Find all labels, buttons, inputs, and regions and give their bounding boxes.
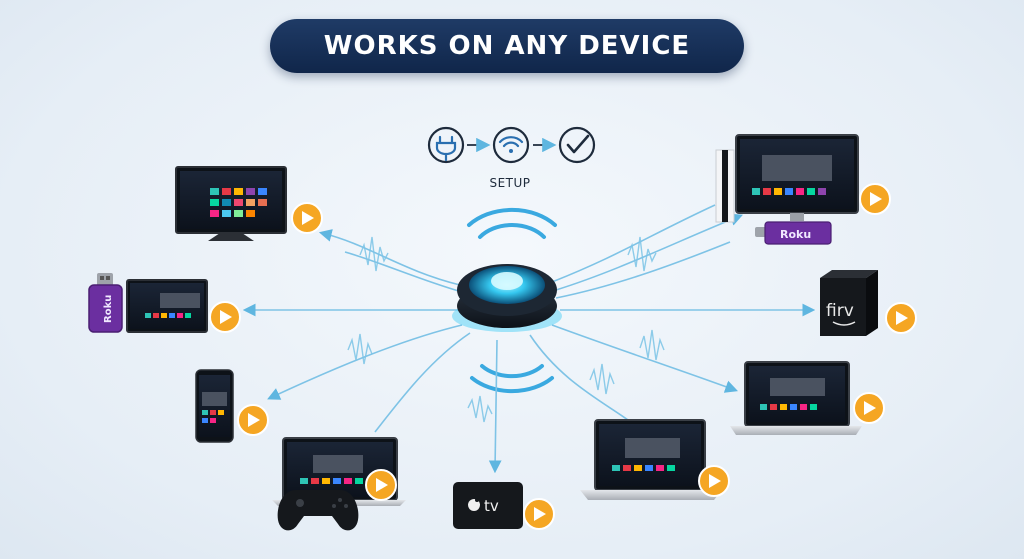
play-button-monitor-top-right[interactable]	[859, 183, 891, 215]
smart-hub-icon	[452, 264, 562, 332]
title-banner: WORKS ON ANY DEVICE	[270, 19, 744, 73]
play-buttons	[209, 183, 917, 530]
wifi-waves	[467, 207, 557, 394]
page-title: WORKS ON ANY DEVICE	[323, 31, 691, 61]
play-button-tv-top-left[interactable]	[291, 202, 323, 234]
play-button-fire-cube[interactable]	[885, 302, 917, 334]
fire-tv-cube: firv	[820, 270, 878, 336]
play-button-monitor-left[interactable]	[209, 301, 241, 333]
tv-top-left	[175, 166, 287, 241]
play-button-laptop-right[interactable]	[853, 392, 885, 424]
play-button-laptop-bottom-right[interactable]	[698, 465, 730, 497]
roku-stick-label: Roku	[103, 295, 114, 323]
roku-stick-left: Roku	[88, 273, 123, 333]
roku-box-label: Roku	[780, 228, 811, 241]
monitor-top-right	[735, 134, 859, 221]
play-button-laptop-left[interactable]	[365, 469, 397, 501]
gamepad-icon	[277, 490, 359, 531]
play-button-apple-tv[interactable]	[523, 498, 555, 530]
tv-app-tiles	[210, 188, 267, 217]
connection-lines	[242, 204, 816, 474]
plug-icon	[427, 126, 465, 164]
laptop-bottom-right	[580, 419, 722, 500]
apple-tv-label: tv	[484, 497, 499, 515]
console-icon	[715, 149, 735, 223]
apple-tv-box: tv	[453, 482, 523, 529]
check-icon	[558, 126, 596, 164]
laptop-right	[730, 361, 862, 435]
play-button-phone[interactable]	[237, 404, 269, 436]
wifi-icon	[492, 126, 530, 164]
roku-box-right: Roku	[755, 221, 832, 245]
fire-cube-label: firv	[826, 301, 854, 321]
smartphone	[195, 369, 234, 443]
setup-label: SETUP	[489, 176, 531, 190]
monitor-left	[126, 279, 208, 333]
setup-steps	[427, 126, 596, 164]
